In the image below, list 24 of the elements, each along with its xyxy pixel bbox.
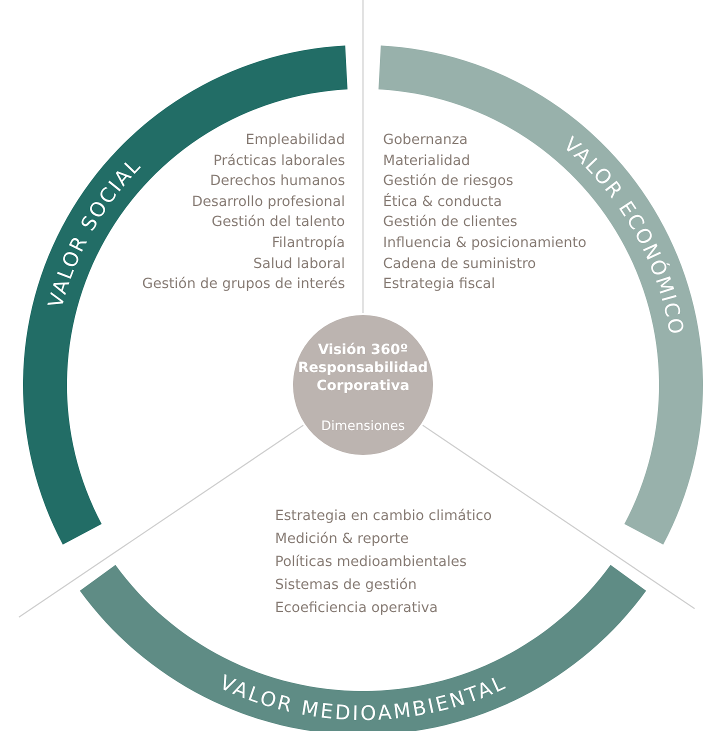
dimension-item: Empleabilidad: [246, 131, 345, 149]
dimension-item: Gestión de grupos de interés: [142, 275, 345, 294]
dimension-item: Prácticas laborales: [213, 152, 345, 170]
center-title: Visión 360º Responsabilidad Corporativa: [297, 341, 429, 395]
center-subtitle: Dimensiones: [320, 419, 406, 434]
dimension-item: Ecoeficiencia operativa: [275, 599, 438, 617]
dimension-item: Salud laboral: [253, 254, 345, 273]
dimension-item: Gobernanza: [383, 131, 468, 149]
dimension-item: Cadena de suministro: [383, 254, 536, 273]
dimension-item: Desarrollo profesional: [192, 192, 345, 211]
dimension-item: Influencia & posicionamiento: [383, 234, 586, 252]
dimension-item: Filantropía: [272, 234, 345, 252]
dimension-item: Medición & reporte: [275, 530, 409, 548]
dimension-item: Sistemas de gestión: [275, 576, 417, 594]
dimension-item: Estrategia fiscal: [383, 275, 496, 294]
dimension-item: Derechos humanos: [210, 172, 345, 190]
dimension-item: Gestión del talento: [212, 213, 345, 232]
dimension-item: Estrategia en cambio climático: [275, 507, 492, 525]
arc-band: [80, 564, 646, 731]
dimension-item: Ética & conducta: [383, 192, 502, 211]
dimension-item: Políticas medioambientales: [275, 553, 467, 571]
dimension-item: Gestión de riesgos: [383, 172, 514, 190]
dimension-item: Materialidad: [383, 152, 470, 170]
dimension-item: Gestión de clientes: [383, 213, 518, 232]
